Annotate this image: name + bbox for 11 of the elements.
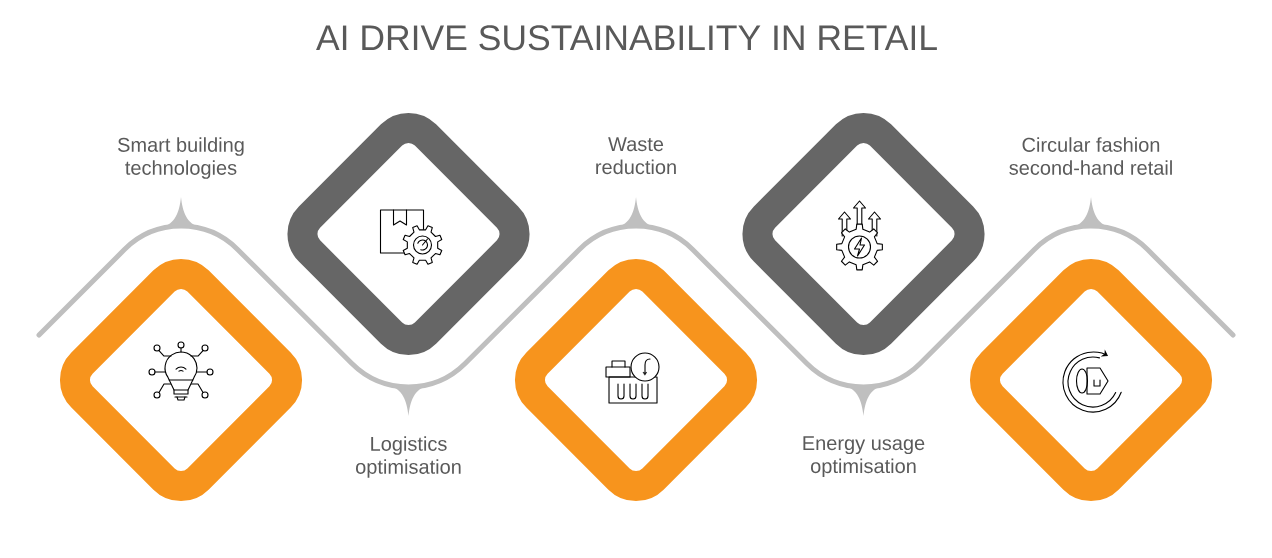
step-label: Circular fashion second-hand retail (1009, 137, 1172, 175)
step-label: Smart building technologies (118, 137, 244, 179)
step-label: Energy usage optimisation (803, 436, 925, 478)
diamond-frame (287, 112, 530, 356)
step-label: Waste reduction (596, 137, 676, 175)
step-label: Logistics optimisation (356, 436, 461, 478)
diamond-frame (514, 258, 758, 502)
diamond-frame (742, 112, 985, 356)
diamond-frame (59, 258, 303, 502)
title: AI DRIVE SUSTAINABILITY IN RETAIL (316, 25, 937, 51)
diamond-frame (969, 258, 1213, 502)
